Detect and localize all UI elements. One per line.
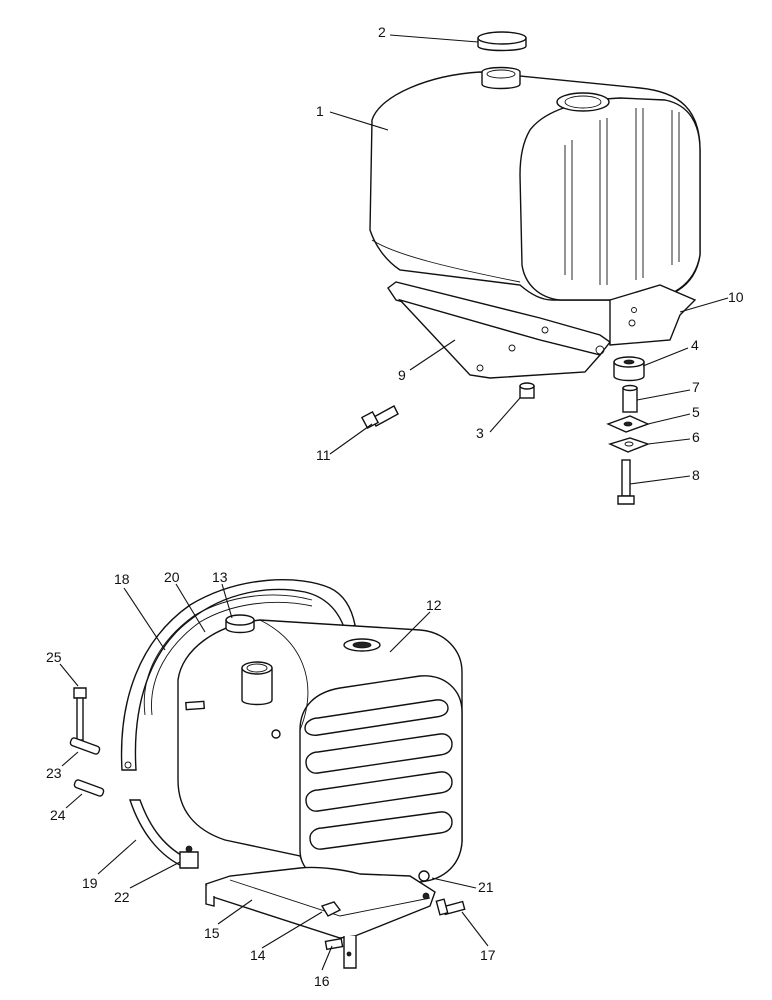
callout-12: 12 — [426, 597, 442, 613]
callout-20: 20 — [164, 569, 180, 585]
callout-6: 6 — [692, 429, 700, 445]
callout-14: 14 — [250, 947, 266, 963]
upper-rubber-mount — [613, 356, 645, 382]
lower-bolt-16 — [324, 937, 344, 951]
callout-3: 3 — [476, 425, 484, 441]
callout-25: 25 — [46, 649, 62, 665]
upper-spacer-tube — [622, 384, 638, 413]
callout-10: 10 — [728, 289, 744, 305]
callout-24: 24 — [50, 807, 66, 823]
upper-mounting-cradle — [387, 281, 697, 379]
lower-tank-assembly — [69, 579, 466, 969]
callout-13: 13 — [212, 569, 228, 585]
upper-callouts: 1 2 3 4 5 6 7 8 9 10 11 — [316, 24, 744, 483]
upper-leader-lines — [329, 34, 729, 485]
lower-base-plate — [205, 866, 436, 969]
lower-strap-piece — [129, 799, 199, 869]
callout-16: 16 — [314, 973, 330, 989]
callout-11: 11 — [316, 447, 331, 463]
lower-callouts: 12 13 14 15 16 17 18 19 20 21 22 23 24 2… — [46, 569, 496, 989]
callout-19: 19 — [82, 875, 98, 891]
callout-1: 1 — [316, 103, 324, 119]
lower-nut-14 — [320, 901, 342, 917]
lower-bolt-25 — [73, 687, 87, 741]
lower-leader-lines — [59, 583, 489, 971]
lower-bolt-17 — [435, 898, 466, 916]
upper-bolt-8 — [617, 459, 635, 505]
callout-5: 5 — [692, 404, 700, 420]
callout-8: 8 — [692, 467, 700, 483]
upper-fuel-tank — [369, 66, 701, 301]
lower-washer-21 — [418, 870, 430, 882]
callout-15: 15 — [204, 925, 220, 941]
callout-21: 21 — [478, 879, 494, 895]
callout-2: 2 — [378, 24, 386, 40]
callout-9: 9 — [398, 367, 406, 383]
lower-fuel-tank — [177, 614, 463, 883]
upper-filler-cap — [477, 31, 527, 52]
lower-pins — [69, 737, 105, 797]
upper-bolt-11 — [360, 405, 399, 430]
callout-7: 7 — [692, 379, 700, 395]
upper-washers — [606, 415, 651, 453]
callout-4: 4 — [691, 337, 699, 353]
callout-23: 23 — [46, 765, 62, 781]
upper-tank-assembly — [360, 31, 701, 505]
callout-22: 22 — [114, 889, 130, 905]
callout-17: 17 — [480, 947, 496, 963]
upper-drain-plug — [519, 382, 535, 399]
callout-18: 18 — [114, 571, 130, 587]
